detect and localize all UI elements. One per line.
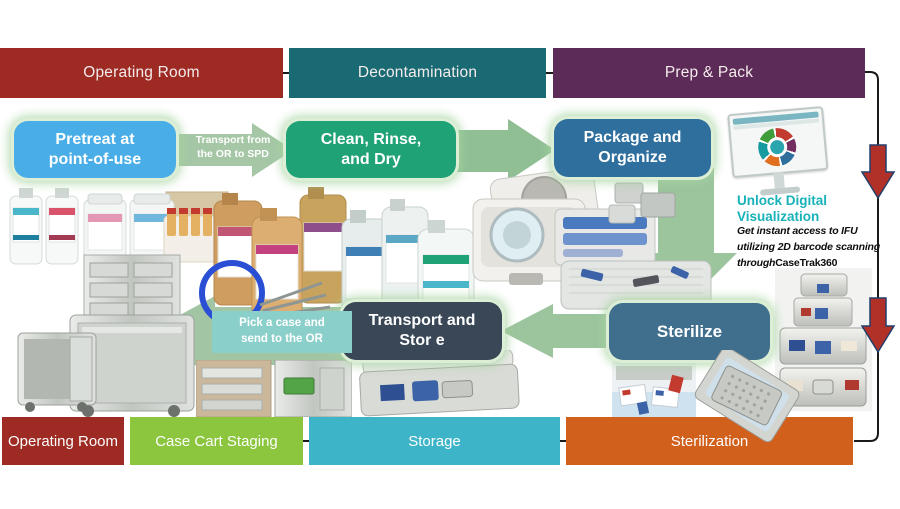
perforated-tray bbox=[694, 350, 800, 443]
header-label: Operating Room bbox=[7, 432, 119, 450]
sterile-container bbox=[359, 350, 520, 417]
jug bbox=[299, 187, 347, 304]
step-label: Stor e bbox=[399, 332, 445, 349]
instrument-containers bbox=[472, 166, 712, 310]
header-case-cart-staging: Case Cart Staging bbox=[130, 417, 303, 465]
storage-cabinets bbox=[196, 360, 352, 417]
step-label: Pretreat at bbox=[55, 130, 135, 148]
organizer-boxes bbox=[608, 182, 676, 224]
step-label: Organize bbox=[598, 149, 667, 166]
heading-line: Unlock Digital bbox=[737, 193, 828, 208]
brand-name: CaseTrak360 bbox=[775, 256, 838, 269]
donut-chart-icon bbox=[756, 126, 798, 168]
header-label: Sterilization bbox=[670, 432, 749, 450]
step-pretreat: Pretreat at point-of-use bbox=[14, 121, 176, 178]
step-label: and Dry bbox=[341, 150, 401, 168]
cart-left bbox=[17, 332, 97, 412]
header-storage: Storage bbox=[309, 417, 560, 465]
step-label: point-of-use bbox=[48, 150, 142, 168]
note-transport-to-spd: Transport from the OR to SPD bbox=[178, 134, 288, 161]
monitor-graphic bbox=[727, 105, 831, 206]
monitor-screen bbox=[727, 105, 829, 179]
step-clean-rinse-dry: Clean, Rinse, and Dry bbox=[286, 121, 456, 178]
step-sterilize: Sterilize bbox=[609, 303, 770, 360]
ifu-caption: Get instant access to IFU utilizing 2D b… bbox=[737, 224, 892, 271]
header-prep-and-pack: Prep & Pack bbox=[553, 48, 865, 98]
step-label: Sterilize bbox=[656, 321, 723, 341]
header-label: Storage bbox=[408, 432, 461, 450]
note-pick-case: Pick a case and send to the OR bbox=[212, 311, 352, 353]
header-label: Operating Room bbox=[83, 64, 200, 81]
caption-line: utilizing 2D barcode scanning bbox=[737, 240, 880, 253]
header-operating-room-bottom: Operating Room bbox=[2, 417, 124, 465]
step-label: Package and bbox=[583, 129, 682, 146]
heading-line: Visualization bbox=[737, 209, 820, 225]
monitor-stand bbox=[773, 171, 785, 189]
header-operating-room-top: Operating Room bbox=[0, 48, 283, 98]
step-label: Transport and bbox=[368, 312, 476, 329]
unlock-digital-heading: Unlock Digital Visualization bbox=[737, 193, 877, 225]
step-transport-store: Transport and Stor e bbox=[342, 302, 502, 360]
step-label: Clean, Rinse, bbox=[320, 130, 422, 148]
note-line: Pick a case and bbox=[239, 317, 325, 330]
note-line: send to the OR bbox=[241, 333, 323, 345]
step-package-organize: Package and Organize bbox=[554, 119, 711, 177]
sterilization-records bbox=[612, 362, 696, 417]
caption-line: through bbox=[737, 256, 776, 269]
header-sterilization: Sterilization bbox=[566, 417, 853, 465]
header-decontamination: Decontamination bbox=[289, 48, 546, 98]
header-label: Prep & Pack bbox=[664, 64, 754, 81]
note-line: the OR to SPD bbox=[197, 147, 269, 160]
note-line: Transport from bbox=[195, 134, 271, 146]
caption-line: Get instant access to IFU bbox=[737, 225, 858, 237]
header-label: Decontamination bbox=[357, 64, 478, 81]
header-label: Case Cart Staging bbox=[155, 432, 278, 450]
